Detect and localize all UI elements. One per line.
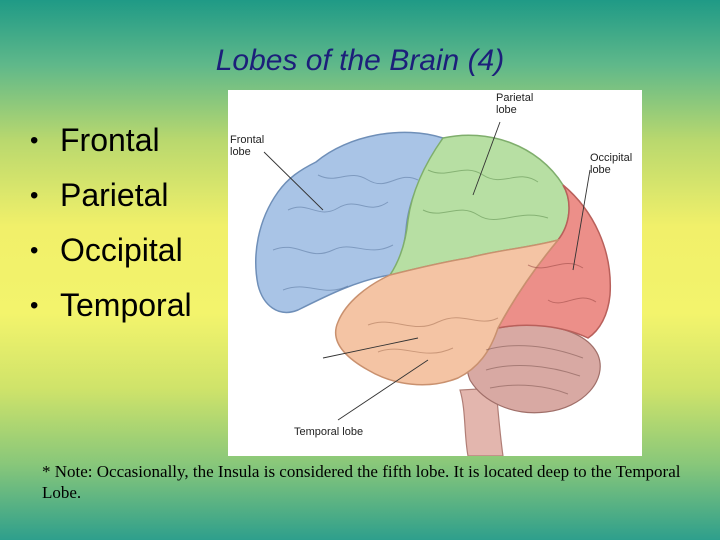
bullet-icon: • [30,292,39,319]
lobe-parietal-text: Parietal [60,177,169,213]
list-item: • Occipital [30,223,192,278]
label-temporal-lobe: Temporal lobe [294,426,364,438]
list-item: • Temporal [30,278,192,333]
bullet-icon: • [30,182,39,209]
slide-title: Lobes of the Brain (4) [215,44,505,77]
gyri-texture [272,169,597,395]
temporal-lobe-shape [334,238,561,386]
leader-lines [263,121,591,421]
insula-note: * Note: Occasionally, the Insula is cons… [42,462,681,502]
label-frontal-lobe: Frontal lobe [230,134,265,158]
lobe-frontal-text: Frontal [60,122,160,158]
bullet-icon: • [30,127,39,154]
brain-illustration [255,121,612,456]
bullet-icon: • [30,237,39,264]
list-item: • Parietal [30,168,192,223]
label-parietal-lobe: Parietal lobe [496,92,534,116]
label-occipital-lobe: Occipital lobe [590,152,633,176]
lobe-occipital-text: Occipital [60,232,183,268]
lobe-temporal-text: Temporal [60,287,192,323]
list-item: • Frontal [30,113,192,168]
lobe-list: • Frontal • Parietal • Occipital • Temporal [30,113,192,333]
brain-figure: Frontal lobe Parietal lobe Occipital lob… [228,90,642,456]
